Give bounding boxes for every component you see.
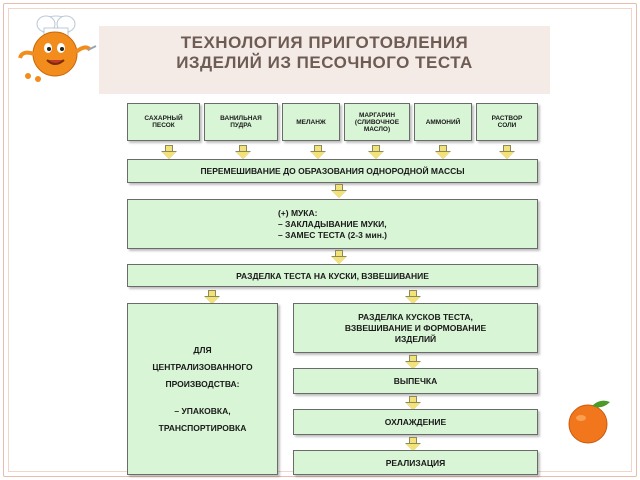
- arrow-down-icon: [499, 145, 515, 159]
- arrow-down-icon: [331, 184, 347, 198]
- arrow-down-icon: [331, 250, 347, 264]
- arrow-down-icon: [368, 145, 384, 159]
- arrow-down-icon: [405, 396, 421, 410]
- arrow-down-icon: [405, 355, 421, 369]
- arrow-down-icon: [435, 145, 451, 159]
- slide-border: [3, 3, 637, 477]
- step-mixing: ПЕРЕМЕШИВАНИЕ ДО ОБРАЗОВАНИЯ ОДНОРОДНОЙ …: [127, 159, 538, 183]
- arrow-down-icon: [310, 145, 326, 159]
- step-baking: ВЫПЕЧКА: [293, 368, 538, 394]
- step-centralized-production: ДЛЯ ЦЕНТРАЛИЗОВАННОГО ПРОИЗВОДСТВА: – УП…: [127, 303, 278, 475]
- chef-orange-mascot-icon: [18, 15, 97, 82]
- arrow-down-icon: [405, 437, 421, 451]
- arrow-down-icon: [204, 290, 220, 304]
- orange-fruit-icon: [568, 400, 610, 444]
- title-line-1: ТЕХНОЛОГИЯ ПРИГОТОВЛЕНИЯ: [180, 33, 469, 52]
- arrow-down-icon: [405, 290, 421, 304]
- arrow-down-icon: [235, 145, 251, 159]
- ingredient-salt-solution: РАСТВОР СОЛИ: [476, 103, 538, 141]
- slide-title: ТЕХНОЛОГИЯ ПРИГОТОВЛЕНИЯ ИЗДЕЛИЙ ИЗ ПЕСО…: [99, 26, 550, 94]
- ingredient-sugar: САХАРНЫЙ ПЕСОК: [127, 103, 200, 141]
- arrow-down-icon: [161, 145, 177, 159]
- step-sales: РЕАЛИЗАЦИЯ: [293, 450, 538, 475]
- title-line-2: ИЗДЕЛИЙ ИЗ ПЕСОЧНОГО ТЕСТА: [176, 53, 473, 72]
- ingredient-ammonium: АММОНИЙ: [414, 103, 472, 141]
- step-shaping: РАЗДЕЛКА КУСКОВ ТЕСТА, ВЗВЕШИВАНИЕ И ФОР…: [293, 303, 538, 353]
- ingredient-vanilla: ВАНИЛЬНАЯ ПУДРА: [204, 103, 278, 141]
- step-cooling: ОХЛАЖДЕНИЕ: [293, 409, 538, 435]
- step-division: РАЗДЕЛКА ТЕСТА НА КУСКИ, ВЗВЕШИВАНИЕ: [127, 264, 538, 287]
- ingredient-melange: МЕЛАНЖ: [282, 103, 340, 141]
- ingredient-margarine: МАРГАРИН (СЛИВОЧНОЕ МАСЛО): [344, 103, 410, 141]
- step-flour: (+) МУКА: – ЗАКЛАДЫВАНИЕ МУКИ, – ЗАМЕС Т…: [127, 199, 538, 249]
